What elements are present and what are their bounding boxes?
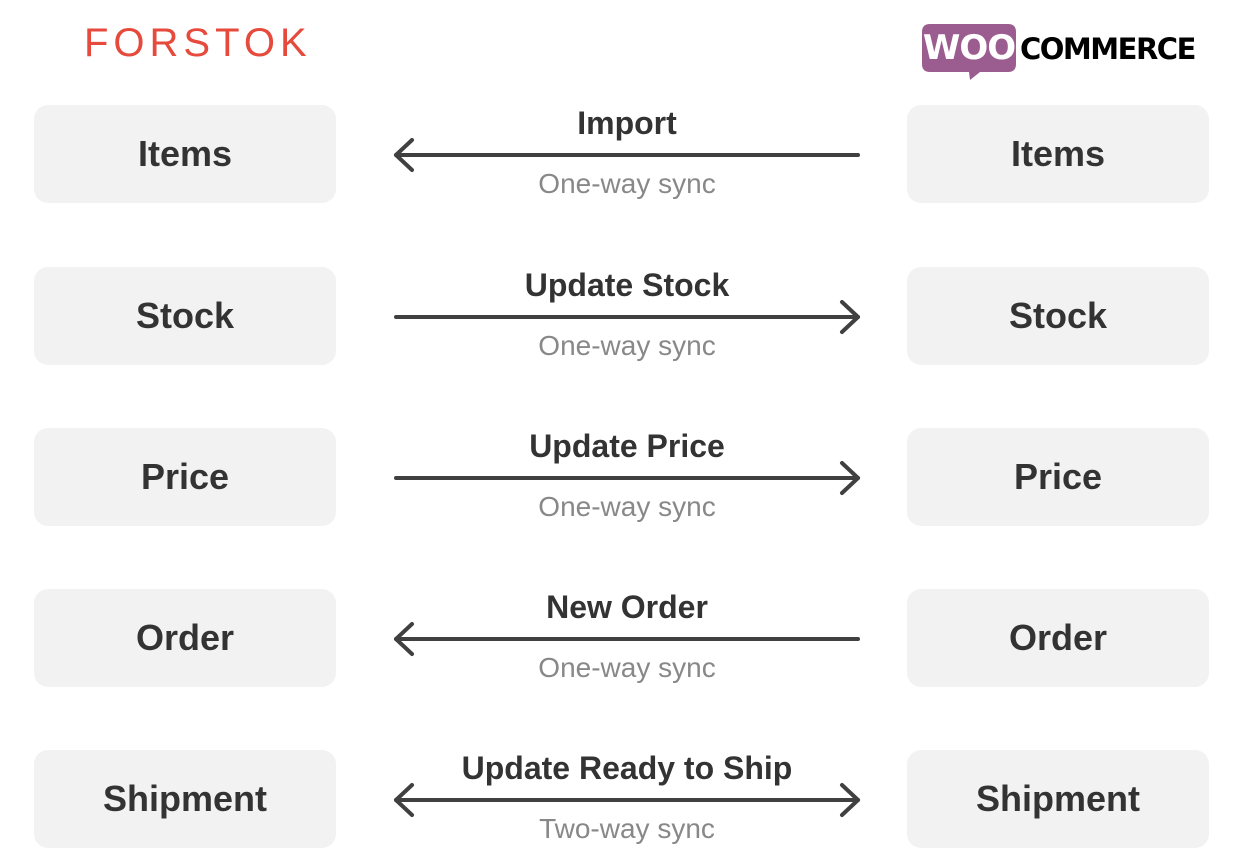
woocommerce-stock-box: Stock: [907, 267, 1209, 365]
sync-row-shipment: Shipment Update Ready to Ship Two-way sy…: [0, 750, 1242, 848]
arrow-left-icon: [394, 138, 860, 172]
sync-type-label: Two-way sync: [539, 813, 715, 844]
sync-row-price: Price Update Price One-way sync Price: [0, 428, 1242, 526]
sync-row-order: Order New Order One-way sync Order: [0, 589, 1242, 687]
action-label: New Order: [546, 589, 708, 625]
woocommerce-shipment-box: Shipment: [907, 750, 1209, 848]
forstok-shipment-box: Shipment: [34, 750, 336, 848]
woocommerce-price-box: Price: [907, 428, 1209, 526]
action-label: Import: [577, 105, 677, 141]
woocommerce-order-box: Order: [907, 589, 1209, 687]
woo-badge-text: WOO: [922, 28, 1016, 68]
forstok-stock-box: Stock: [34, 267, 336, 365]
sync-row-items: Items Import One-way sync Items: [0, 105, 1242, 203]
arrow-right-icon: [394, 300, 860, 334]
sync-type-label: One-way sync: [538, 491, 716, 522]
sync-row-stock: Stock Update Stock One-way sync Stock: [0, 267, 1242, 365]
arrow-left-icon: [394, 622, 860, 656]
forstok-items-box: Items: [34, 105, 336, 203]
action-label: Update Price: [529, 428, 725, 464]
sync-type-label: One-way sync: [538, 652, 716, 683]
arrow-right-icon: [394, 461, 860, 495]
commerce-text: COMMERCE: [1020, 32, 1196, 66]
sync-type-label: One-way sync: [538, 168, 716, 199]
arrow-both-icon: [394, 783, 860, 817]
action-label: Update Ready to Ship: [461, 750, 793, 786]
woo-speech-bubble-icon: [922, 24, 1016, 80]
forstok-order-box: Order: [34, 589, 336, 687]
woocommerce-items-box: Items: [907, 105, 1209, 203]
action-label: Update Stock: [524, 267, 730, 303]
sync-type-label: One-way sync: [538, 330, 716, 361]
forstok-price-box: Price: [34, 428, 336, 526]
forstok-logo: FORSTOK: [84, 21, 312, 65]
